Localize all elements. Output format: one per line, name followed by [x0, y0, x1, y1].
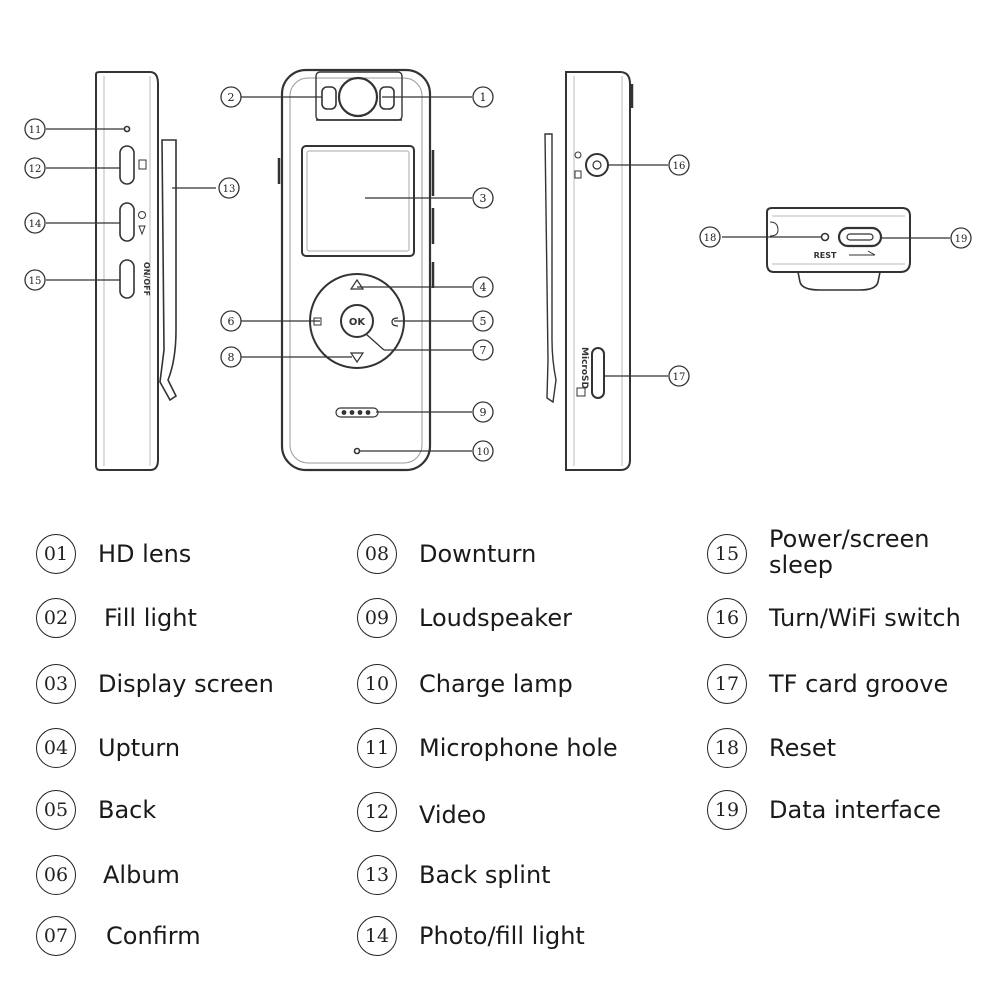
right-side-view	[544, 71, 634, 471]
callout-12: 12	[29, 164, 42, 175]
legend-number: 14	[357, 916, 397, 956]
ok-button	[340, 304, 374, 338]
tf-card-slot	[591, 347, 605, 399]
video-button	[119, 145, 135, 185]
turn-wifi-switch	[585, 153, 609, 177]
reset-hole	[820, 232, 830, 242]
legend-number: 04	[36, 728, 76, 768]
legend-label: Photo/fill light	[419, 922, 585, 950]
legend-number: 11	[357, 728, 397, 768]
legend-number: 02	[36, 598, 76, 638]
legend-number: 10	[357, 664, 397, 704]
fill-light-left	[321, 86, 337, 110]
back-icon	[391, 317, 399, 327]
legend-label: Microphone hole	[419, 734, 618, 762]
legend-label: Turn/WiFi switch	[769, 604, 961, 632]
legend-label: Confirm	[106, 922, 201, 950]
charge-lamp	[353, 447, 361, 455]
legend-number: 16	[707, 598, 747, 638]
legend-label: Data interface	[769, 796, 941, 824]
callout-17: 17	[673, 372, 686, 383]
callout-16: 16	[673, 161, 686, 172]
callout-18: 18	[704, 233, 717, 244]
legend-label: Album	[103, 861, 180, 889]
ok-label: OK	[349, 317, 367, 328]
legend-label: Loudspeaker	[419, 604, 572, 632]
rest-label: REST	[814, 251, 837, 260]
legend-number: 07	[36, 916, 76, 956]
legend-label: TF card groove	[769, 670, 949, 698]
legend-number: 01	[36, 534, 76, 574]
callout-8: 8	[228, 351, 235, 364]
legend-label: Back	[98, 796, 157, 824]
fill-light-right	[379, 86, 395, 110]
legend-number: 12	[357, 792, 397, 832]
callout-4: 4	[480, 281, 487, 294]
downturn-arrow	[349, 352, 365, 364]
legend-number: 19	[707, 790, 747, 830]
legend-label: Video	[419, 801, 487, 829]
legend-number: 15	[707, 534, 747, 574]
callout-10: 10	[477, 447, 490, 458]
bottom-view	[766, 207, 911, 291]
callout-11: 11	[29, 125, 42, 136]
callout-14: 14	[29, 219, 42, 230]
callout-7: 7	[480, 344, 487, 357]
legend-label: Back splint	[419, 861, 551, 889]
callout-3: 3	[480, 192, 487, 205]
power-button	[119, 259, 135, 299]
legend-label: Power/screen sleep	[769, 525, 930, 579]
callout-19: 19	[955, 234, 968, 245]
upturn-arrow	[349, 278, 365, 290]
front-view	[277, 68, 435, 472]
photo-button	[119, 202, 135, 242]
legend-label: Upturn	[98, 734, 181, 762]
legend-number: 05	[36, 790, 76, 830]
left-side-view	[95, 71, 178, 471]
legend-number: 17	[707, 664, 747, 704]
legend-number: 13	[357, 855, 397, 895]
legend-number: 18	[707, 728, 747, 768]
hd-lens	[337, 76, 379, 118]
callout-5: 5	[480, 315, 487, 328]
callout-13: 13	[223, 184, 236, 195]
callout-1: 1	[480, 91, 487, 104]
legend-label: Charge lamp	[419, 670, 573, 698]
back-splint	[159, 139, 178, 402]
legend-label: Downturn	[419, 540, 537, 568]
legend-label: Reset	[769, 734, 837, 762]
microphone-hole	[123, 125, 131, 133]
microsd-label: MicroSD	[579, 347, 589, 389]
callout-lines	[46, 96, 950, 452]
legend-label: Display screen	[98, 670, 274, 698]
legend-number: 03	[36, 664, 76, 704]
display-screen	[301, 145, 415, 257]
callout-9: 9	[480, 406, 487, 419]
on-off-label: ON/OFF	[142, 262, 151, 296]
usb-port	[837, 226, 883, 248]
legend-label: Fill light	[104, 604, 197, 632]
callout-circles	[24, 86, 972, 462]
device-diagram: OK ON/OFF MicroSD REST 1 2 3 4 5 6 7 8 9…	[24, 68, 972, 472]
callout-6: 6	[228, 315, 235, 328]
legend-label: HD lens	[98, 540, 192, 568]
legend-number: 09	[357, 598, 397, 638]
callout-2: 2	[228, 91, 235, 104]
legend-number: 08	[357, 534, 397, 574]
legend-number: 06	[36, 855, 76, 895]
callout-15: 15	[29, 276, 42, 287]
